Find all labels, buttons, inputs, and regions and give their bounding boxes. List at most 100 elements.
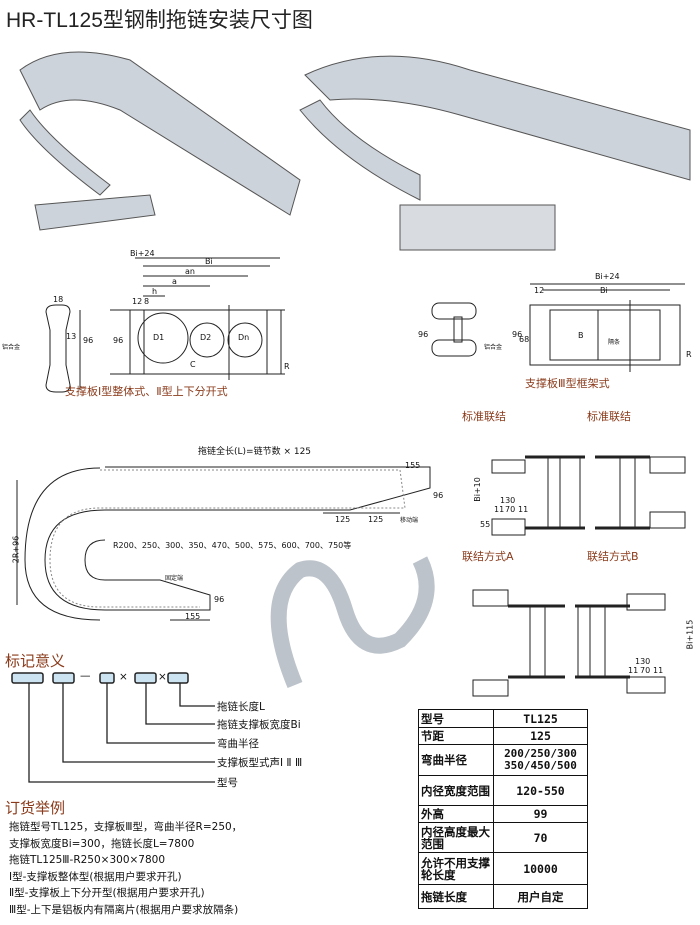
dim-96b: 96 bbox=[512, 330, 523, 339]
marking-heading: 标记意义 bbox=[5, 652, 66, 670]
label-alloy: 铝合金 bbox=[2, 344, 21, 351]
order-line: 支撑板宽度Bi=300，拖链长度L=7800 bbox=[9, 838, 195, 850]
table-row: 拖链长度用户自定 bbox=[418, 884, 588, 909]
row-value: 用户自定 bbox=[493, 884, 588, 909]
marking-item-model: 型号 bbox=[217, 777, 238, 789]
dim-11-a2: 11 bbox=[518, 505, 529, 514]
label-alloy: 铝合金 bbox=[484, 344, 503, 351]
dim-11-c2: 11 bbox=[653, 666, 664, 675]
dim-bi24: Bi+24 bbox=[595, 272, 620, 281]
dim-70-a: 70 bbox=[505, 505, 516, 514]
row-label: 弯曲半径 bbox=[418, 744, 494, 776]
row-value: 70 bbox=[493, 822, 588, 853]
chain-length-diagram bbox=[16, 466, 431, 621]
radii-list: R200、250、300、350、470、500、575、600、700、750… bbox=[113, 541, 352, 550]
dim-130-a: 130 bbox=[500, 496, 516, 505]
marking-schema bbox=[11, 672, 215, 783]
page-title: HR-TL125型钢制拖链安装尺寸图 bbox=[6, 9, 313, 32]
sep-dash: — bbox=[80, 670, 91, 682]
dim-155-bottom: 155 bbox=[185, 612, 201, 621]
dim-18: 18 bbox=[53, 295, 64, 304]
marking-item-plate-type: 支撑板型式声Ⅰ Ⅱ Ⅲ bbox=[217, 757, 303, 769]
row-label: 内径宽度范围 bbox=[418, 775, 494, 806]
sep-x-2: × bbox=[158, 671, 167, 683]
label-c: C bbox=[190, 360, 196, 369]
dim-bi115: Bi+115 bbox=[685, 619, 695, 650]
order-line: 拖链型号TL125，支撑板Ⅲ型，弯曲半径R=250， bbox=[9, 821, 243, 833]
caption-type3: 支撑板Ⅲ型框架式 bbox=[525, 377, 610, 390]
row-value: 125 bbox=[493, 727, 588, 745]
marking-item-length: 拖链长度L bbox=[217, 701, 265, 713]
dim-12: 12 bbox=[132, 297, 143, 306]
connection-diagrams bbox=[472, 455, 686, 697]
order-line: Ⅲ型-上下是铝板内有隔离片(根据用户要求放隔条) bbox=[9, 904, 239, 916]
chain-photo-right bbox=[299, 55, 691, 251]
dim-h: h bbox=[152, 287, 158, 296]
dim-bi: Bi bbox=[205, 257, 213, 266]
label-d1: D1 bbox=[153, 333, 165, 342]
label-r: R bbox=[284, 362, 290, 371]
caption-standard-link-1: 标准联结 bbox=[462, 410, 506, 423]
dim-a: a bbox=[172, 277, 177, 286]
marking-item-width: 拖链支撑板宽度Bi bbox=[217, 719, 301, 731]
row-label: 节距 bbox=[418, 727, 494, 745]
order-line: Ⅱ型-支撑板上下分开型(根据用户要求开孔) bbox=[9, 887, 205, 899]
dim-125-a: 125 bbox=[335, 515, 351, 524]
dim-12: 12 bbox=[534, 286, 545, 295]
row-value: 99 bbox=[493, 805, 588, 823]
row-value: 120-550 bbox=[493, 775, 588, 806]
label-r: R bbox=[686, 350, 692, 359]
dim-125-b: 125 bbox=[368, 515, 384, 524]
dim-bi: Bi bbox=[600, 286, 608, 295]
caption-type1: 支撑板Ⅰ型整体式、Ⅱ型上下分开式 bbox=[65, 385, 228, 398]
caption-standard-link-2: 标准联结 bbox=[587, 410, 631, 423]
row-label: 内径高度最大范围 bbox=[418, 822, 494, 853]
moving-end-label: 移动端 bbox=[400, 517, 419, 524]
chain-photo-s-shape bbox=[270, 556, 435, 689]
row-value: TL125 bbox=[493, 709, 588, 728]
dim-130-c: 130 bbox=[635, 657, 651, 666]
label-b: B bbox=[578, 331, 584, 340]
row-value: 200/250/300 350/450/500 bbox=[493, 744, 588, 776]
dim-70-c: 70 bbox=[640, 666, 651, 675]
dim-96: 96 bbox=[418, 330, 429, 339]
marking-item-radius: 弯曲半径 bbox=[217, 738, 259, 750]
row-label: 型号 bbox=[418, 709, 494, 728]
row-label: 允许不用支撑轮长度 bbox=[418, 852, 494, 885]
order-line: Ⅰ型-支撑板整体型(根据用户要求开孔) bbox=[9, 871, 182, 883]
row-value: 10000 bbox=[493, 852, 588, 885]
order-line: 拖链TL125Ⅲ-R250×300×7800 bbox=[9, 854, 166, 866]
dim-13: 13 bbox=[66, 332, 77, 341]
row-label: 拖链长度 bbox=[418, 884, 494, 909]
caption-connection-a: 联结方式A bbox=[462, 550, 514, 563]
dim-96b: 96 bbox=[113, 336, 124, 345]
sep-x-1: × bbox=[119, 671, 128, 683]
support-plate-type1-diagram bbox=[45, 257, 285, 393]
dim-11-a: 11 bbox=[494, 505, 505, 514]
label-partition: 隔条 bbox=[608, 339, 621, 346]
row-label: 外高 bbox=[418, 805, 494, 823]
dim-8: 8 bbox=[144, 297, 150, 306]
chain-photo-left bbox=[19, 51, 301, 231]
dim-68: 68 bbox=[519, 335, 530, 344]
dim-96-bottom: 96 bbox=[214, 595, 225, 604]
dim-96-top: 96 bbox=[433, 491, 444, 500]
label-d2: D2 bbox=[200, 333, 212, 342]
dim-96: 96 bbox=[83, 336, 94, 345]
dim-bi24: Bi+24 bbox=[130, 249, 155, 258]
dim-bi10: Bi+10 bbox=[472, 477, 482, 502]
height-formula: 2R+96 bbox=[11, 535, 21, 564]
caption-connection-b: 联结方式B bbox=[587, 550, 639, 563]
dim-11-c: 11 bbox=[628, 666, 639, 675]
total-length-formula: 拖链全长(L)=链节数 × 125 bbox=[198, 447, 312, 457]
label-dn: Dn bbox=[238, 333, 250, 342]
order-heading: 订货举例 bbox=[5, 799, 66, 817]
